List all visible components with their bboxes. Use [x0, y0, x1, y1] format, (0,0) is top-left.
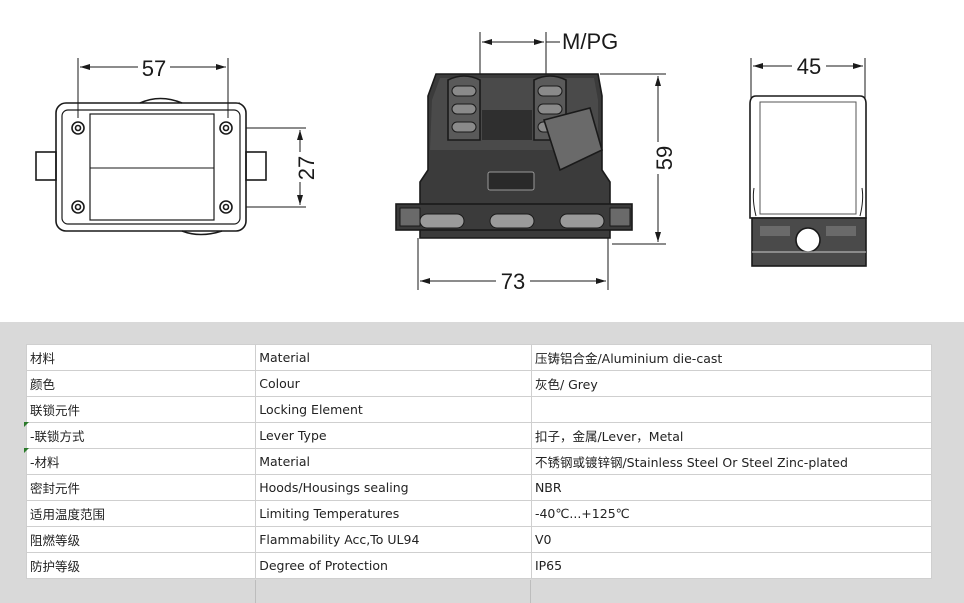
cell-zh: 颜色 [25, 370, 257, 397]
table-row: 密封元件 Hoods/Housings sealing NBR [25, 474, 933, 501]
cell-zh: 密封元件 [25, 474, 257, 501]
table-divider [255, 580, 256, 603]
cell-zh: 材料 [25, 344, 257, 371]
technical-drawing: 57 27 M/PG 59 73 45 [35, 29, 867, 294]
cell-zh: -材料 [24, 448, 257, 475]
drawing-svg: 57 27 M/PG 59 73 45 [35, 29, 867, 294]
front-view [395, 32, 670, 294]
dim-thread: M/PG [562, 29, 618, 54]
cell-en: Flammability Acc,To UL94 [255, 526, 532, 553]
table-row: -材料 Material 不锈钢或镀锌钢/Stainless Steel Or … [24, 448, 933, 475]
cell-value: NBR [530, 474, 933, 501]
cell-en: Degree of Protection [255, 552, 532, 579]
cell-value: 压铸铝合金/Aluminium die-cast [530, 344, 933, 371]
cell-zh: 联锁元件 [25, 396, 257, 423]
cell-zh: -联锁方式 [24, 422, 257, 449]
cell-value [530, 396, 933, 423]
table-row: 适用温度范围 Limiting Temperatures -40℃...+125… [25, 500, 933, 527]
spec-table: 材料 Material 压铸铝合金/Aluminium die-cast 颜色 … [24, 344, 933, 579]
cell-value: 不锈钢或镀锌钢/Stainless Steel Or Steel Zinc-pl… [530, 448, 933, 475]
cell-en: Material [255, 344, 532, 371]
dim-width-top: 57 [142, 56, 166, 81]
table-row: 防护等级 Degree of Protection IP65 [25, 552, 933, 579]
cell-value: 灰色/ Grey [530, 370, 933, 397]
cell-zh: 阻燃等级 [25, 526, 257, 553]
cell-zh: 防护等级 [25, 552, 257, 579]
table-row: 材料 Material 压铸铝合金/Aluminium die-cast [25, 344, 933, 371]
cell-en: Limiting Temperatures [255, 500, 532, 527]
cell-en: Material [255, 448, 532, 475]
top-view [35, 55, 312, 236]
cell-en: Locking Element [255, 396, 532, 423]
dim-height-top: 27 [294, 156, 319, 180]
side-view [749, 54, 867, 267]
table-divider [530, 580, 531, 603]
cell-value: -40℃...+125℃ [530, 500, 933, 527]
dim-height-front: 59 [652, 146, 677, 170]
cell-zh: 适用温度范围 [25, 500, 257, 527]
cell-value: 扣子，金属/Lever，Metal [530, 422, 933, 449]
table-row: 颜色 Colour 灰色/ Grey [25, 370, 933, 397]
table-row: -联锁方式 Lever Type 扣子，金属/Lever，Metal [24, 422, 933, 449]
cell-en: Colour [255, 370, 532, 397]
cell-en: Hoods/Housings sealing [255, 474, 532, 501]
cell-en: Lever Type [255, 422, 532, 449]
table-row: 阻燃等级 Flammability Acc,To UL94 V0 [25, 526, 933, 553]
dim-width-side: 45 [797, 54, 821, 79]
dim-width-front: 73 [501, 269, 525, 294]
cell-value: V0 [530, 526, 933, 553]
cell-value: IP65 [530, 552, 933, 579]
table-row: 联锁元件 Locking Element [25, 396, 933, 423]
